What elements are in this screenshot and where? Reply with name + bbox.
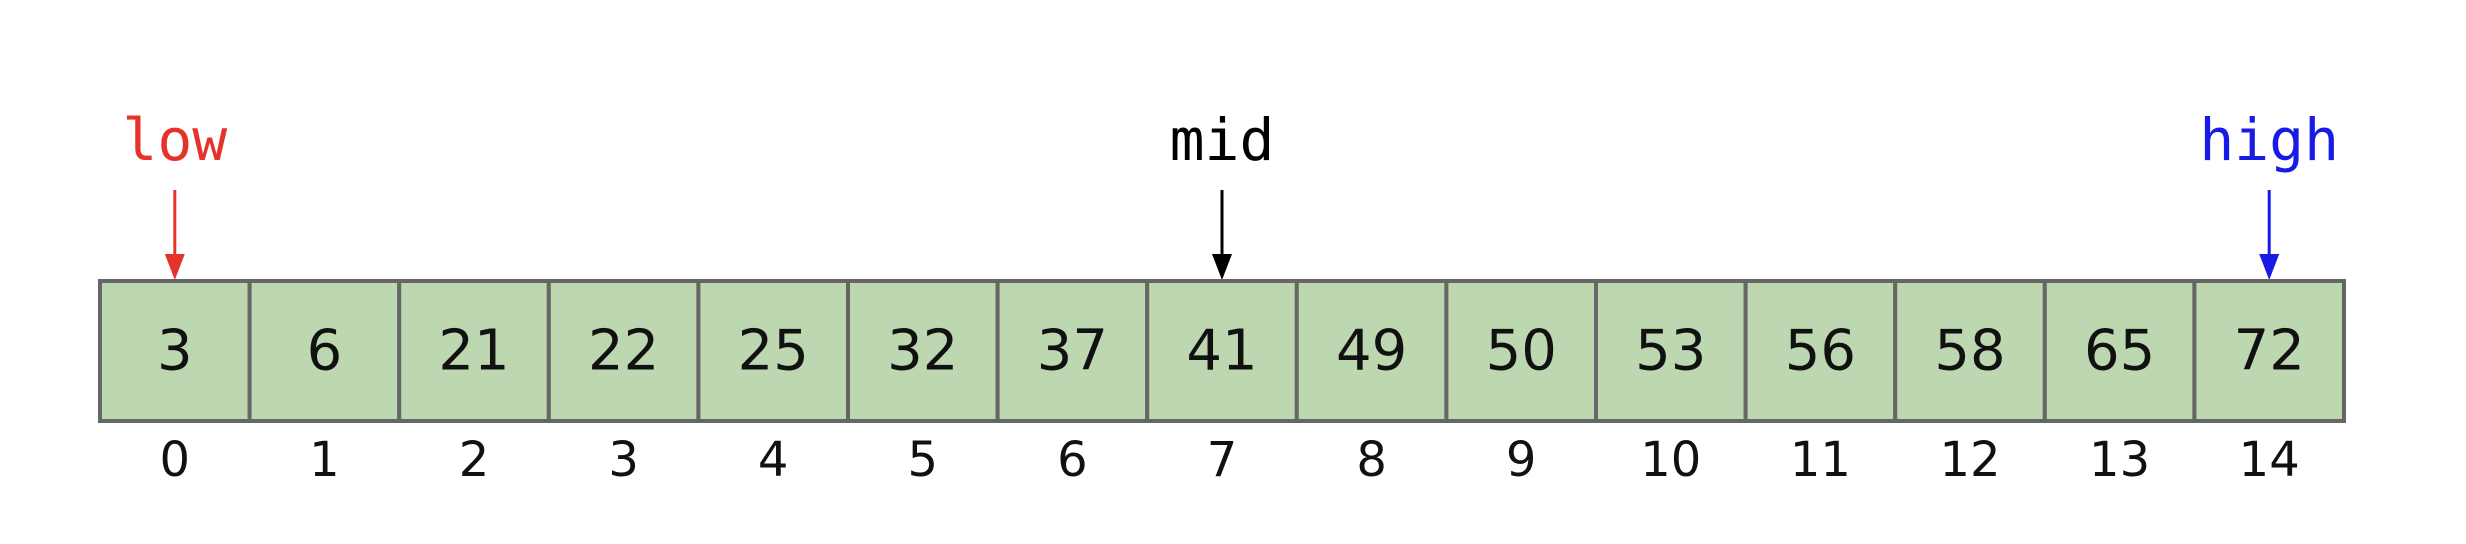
array-cell-box xyxy=(1743,279,1898,423)
array-cell-box xyxy=(98,279,252,423)
cell-value: 41 xyxy=(1186,319,1257,384)
array-cell: 22 xyxy=(546,279,701,423)
pointer-arrow-head-low xyxy=(164,254,185,280)
cell-value: 32 xyxy=(887,319,958,384)
cell-value: 56 xyxy=(1785,319,1856,384)
cell-value: 21 xyxy=(438,319,509,384)
pointer-mid: mid xyxy=(1170,106,1275,280)
array-cell-box xyxy=(1145,279,1299,423)
array-cell: 25 xyxy=(696,279,851,423)
index-label: 3 xyxy=(608,432,639,488)
array-cell: 50 xyxy=(1444,279,1599,423)
array-cell: 56 xyxy=(1743,279,1898,423)
index-label: 1 xyxy=(309,432,340,488)
cell-value: 53 xyxy=(1635,319,1706,384)
array-cell: 65 xyxy=(2042,279,2197,423)
array-cell: 21 xyxy=(397,279,551,423)
array-cell-box xyxy=(696,279,851,423)
array-cell-box xyxy=(846,279,1000,423)
pointer-label-low: low xyxy=(122,106,227,174)
pointer-layer: low mid high xyxy=(122,106,2339,280)
cell-value: 65 xyxy=(2084,319,2155,384)
array-cell: 6 xyxy=(247,279,402,423)
array-cell-box xyxy=(546,279,701,423)
index-label: 11 xyxy=(1790,432,1851,488)
pointer-label-mid: mid xyxy=(1170,106,1275,174)
array-cell-box xyxy=(2042,279,2197,423)
cell-value: 6 xyxy=(307,319,343,384)
index-label: 10 xyxy=(1640,432,1701,488)
cell-value: 22 xyxy=(588,319,659,384)
cell-value: 50 xyxy=(1486,319,1557,384)
cell-value: 3 xyxy=(157,319,193,384)
array-cell-box xyxy=(1594,279,1748,423)
cell-value: 37 xyxy=(1037,319,1108,384)
array-cell-box xyxy=(1893,279,2047,423)
index-label: 14 xyxy=(2239,432,2300,488)
pointer-label-high: high xyxy=(2199,106,2339,174)
array-cell: 58 xyxy=(1893,279,2047,423)
index-label: 4 xyxy=(758,432,789,488)
array-cells: 3 6 21 22 25 32 37 41 49 50 53 56 58 65 72 xyxy=(98,279,2346,423)
pointer-high: high xyxy=(2199,106,2339,280)
index-label: 13 xyxy=(2089,432,2150,488)
index-label: 5 xyxy=(908,432,939,488)
cell-value: 49 xyxy=(1336,319,1407,384)
index-label: 6 xyxy=(1057,432,1088,488)
array-cell: 3 xyxy=(98,279,252,423)
array-cell-box xyxy=(397,279,551,423)
array-cell-box xyxy=(1444,279,1599,423)
array-cell: 41 xyxy=(1145,279,1299,423)
cell-value: 72 xyxy=(2234,319,2305,384)
cell-value: 25 xyxy=(738,319,809,384)
pointer-arrow-head-high xyxy=(2259,254,2280,280)
pointer-arrow-head-mid xyxy=(1212,254,1232,280)
pointer-low: low xyxy=(122,106,227,280)
array-cell: 32 xyxy=(846,279,1000,423)
index-label: 0 xyxy=(160,432,191,488)
index-label: 2 xyxy=(459,432,490,488)
array-cell: 53 xyxy=(1594,279,1748,423)
index-label: 9 xyxy=(1506,432,1537,488)
array-cell-box xyxy=(247,279,402,423)
cell-value: 58 xyxy=(1934,319,2005,384)
index-label: 7 xyxy=(1207,432,1238,488)
array-cell: 37 xyxy=(995,279,1150,423)
index-label: 12 xyxy=(1939,432,2000,488)
index-label: 8 xyxy=(1356,432,1387,488)
array-cell: 49 xyxy=(1294,279,1449,423)
array-cell-box xyxy=(1294,279,1449,423)
array-cell-box xyxy=(2192,279,2346,423)
array-cell: 72 xyxy=(2192,279,2346,423)
